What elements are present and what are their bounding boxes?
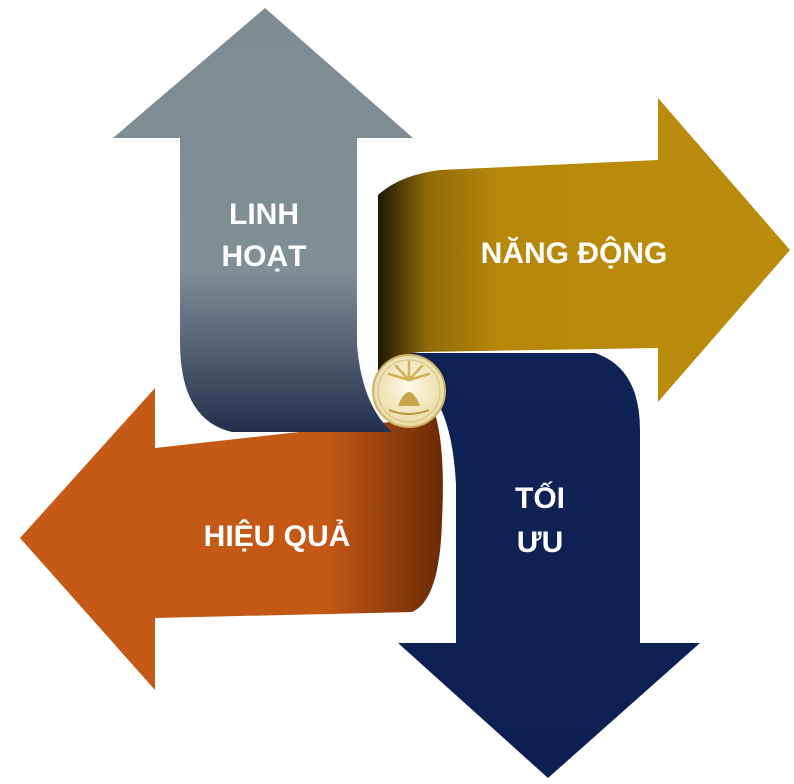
down-arrow <box>398 353 700 778</box>
down-arrow-shade <box>398 353 472 643</box>
right-label: NĂNG ĐỘNG <box>481 236 668 270</box>
left-label: HIỆU QUẢ <box>204 519 351 553</box>
down-label-line2: ƯU <box>517 526 564 559</box>
up-label-line1: LINH <box>229 198 299 231</box>
up-label-line2: HOẠT <box>222 240 307 273</box>
up-arrow <box>113 8 413 432</box>
emblem-icon <box>372 354 446 428</box>
down-label-line1: TỐI <box>515 481 565 515</box>
right-arrow <box>378 98 790 402</box>
left-arrow <box>20 388 443 690</box>
